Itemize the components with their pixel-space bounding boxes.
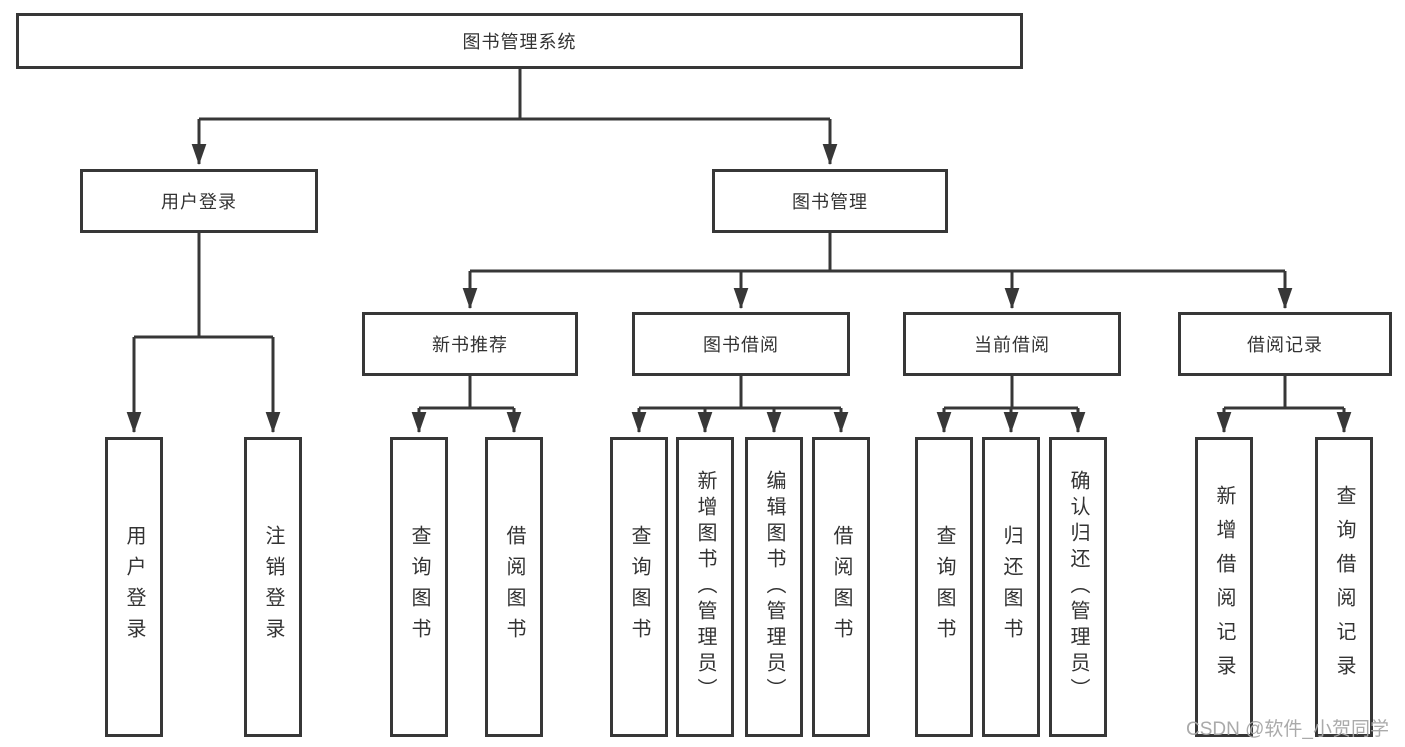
node-book-borrow: 图书借阅 — [632, 312, 850, 376]
connector-new-book — [419, 376, 514, 410]
leaf-query-books-current: 查询图书 — [915, 437, 973, 737]
node-book-management: 图书管理 — [712, 169, 948, 233]
node-current-borrow: 当前借阅 — [903, 312, 1121, 376]
leaf-user-login-label: 用户登录 — [123, 525, 145, 649]
leaf-query-books-current-label: 查询图书 — [933, 525, 955, 649]
leaf-edit-books-admin: 编辑图书（管理员） — [745, 437, 803, 737]
connector-book-management — [470, 233, 1285, 273]
leaf-logout-label: 注销登录 — [262, 525, 284, 649]
node-borrow-records-label: 借阅记录 — [1247, 335, 1323, 355]
node-user-login: 用户登录 — [80, 169, 318, 233]
leaf-return-books-label: 归还图书 — [1000, 525, 1022, 649]
connector-book-borrow — [639, 376, 841, 410]
leaf-query-borrow-record: 查询借阅记录 — [1315, 437, 1373, 737]
leaf-return-books: 归还图书 — [982, 437, 1040, 737]
csdn-watermark: CSDN @软件_小贺同学 — [1186, 719, 1389, 740]
node-user-login-label: 用户登录 — [161, 192, 237, 212]
leaf-borrow-books-label: 借阅图书 — [830, 525, 852, 649]
connector-user-login — [134, 233, 273, 339]
connector-borrow-records — [1224, 376, 1344, 410]
connector-current-borrow — [944, 376, 1078, 410]
node-new-book-recommend-label: 新书推荐 — [432, 335, 508, 355]
leaf-confirm-return-admin-label: 确认归还（管理员） — [1067, 470, 1089, 704]
leaf-query-books-borrow-label: 查询图书 — [628, 525, 650, 649]
node-new-book-recommend: 新书推荐 — [362, 312, 578, 376]
leaf-confirm-return-admin: 确认归还（管理员） — [1049, 437, 1107, 737]
leaf-add-books-admin: 新增图书（管理员） — [676, 437, 734, 737]
leaf-query-books-recommend-label: 查询图书 — [408, 525, 430, 649]
node-book-borrow-label: 图书借阅 — [703, 335, 779, 355]
leaf-logout: 注销登录 — [244, 437, 302, 737]
node-current-borrow-label: 当前借阅 — [974, 335, 1050, 355]
leaf-add-borrow-record: 新增借阅记录 — [1195, 437, 1253, 737]
leaf-user-login: 用户登录 — [105, 437, 163, 737]
leaf-borrow-books-recommend-label: 借阅图书 — [503, 525, 525, 649]
leaf-query-books-recommend: 查询图书 — [390, 437, 448, 737]
leaf-add-borrow-record-label: 新增借阅记录 — [1213, 485, 1235, 689]
node-root-system-label: 图书管理系统 — [462, 32, 577, 52]
node-book-management-label: 图书管理 — [792, 192, 868, 212]
connector-root — [199, 69, 830, 121]
leaf-add-books-admin-label: 新增图书（管理员） — [694, 470, 716, 704]
leaf-query-books-borrow: 查询图书 — [610, 437, 668, 737]
leaf-borrow-books-recommend: 借阅图书 — [485, 437, 543, 737]
leaf-edit-books-admin-label: 编辑图书（管理员） — [763, 470, 785, 704]
leaf-borrow-books: 借阅图书 — [812, 437, 870, 737]
leaf-query-borrow-record-label: 查询借阅记录 — [1333, 485, 1355, 689]
node-borrow-records: 借阅记录 — [1178, 312, 1392, 376]
node-root-system: 图书管理系统 — [16, 13, 1023, 69]
